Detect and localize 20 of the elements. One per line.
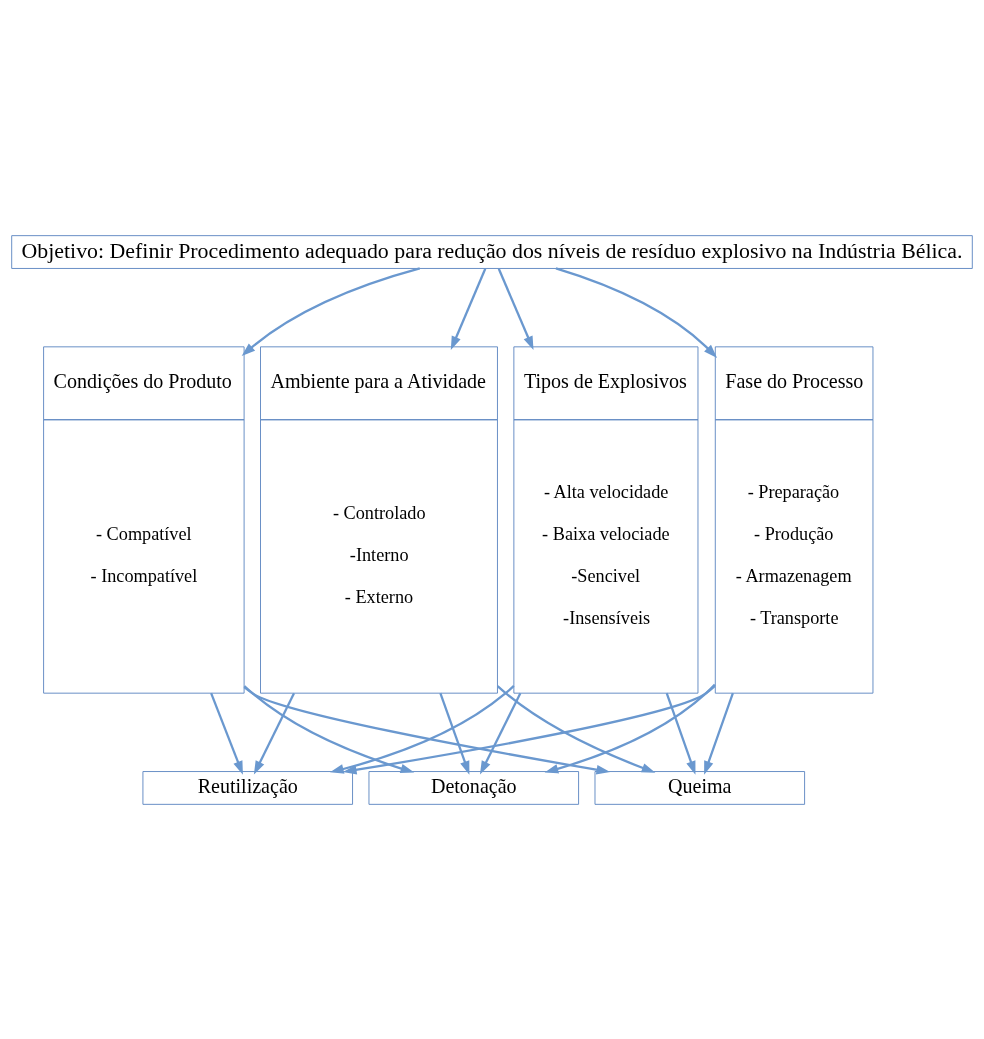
arrow [210,692,243,775]
arrow [330,684,515,774]
arrow [253,692,296,775]
arrow [243,684,415,773]
node-box: Detonação [368,770,580,805]
arrow [496,684,656,773]
arrow [241,266,421,356]
arrow [450,267,487,350]
arrow [555,266,718,358]
arrow [544,683,716,773]
arrow [497,267,534,350]
arrow [665,692,696,775]
arrow [704,692,734,775]
node-box: Queima [594,770,806,805]
arrow [243,685,611,774]
arrow [342,684,716,775]
arrow [479,692,522,775]
arrow [439,692,470,775]
node-box: Reutilização [142,770,353,805]
node-box: Objetivo: Definir Procedimento adequado para redução dos níveis de resíduo explosivo na Indústria Bélica. [11,234,973,269]
